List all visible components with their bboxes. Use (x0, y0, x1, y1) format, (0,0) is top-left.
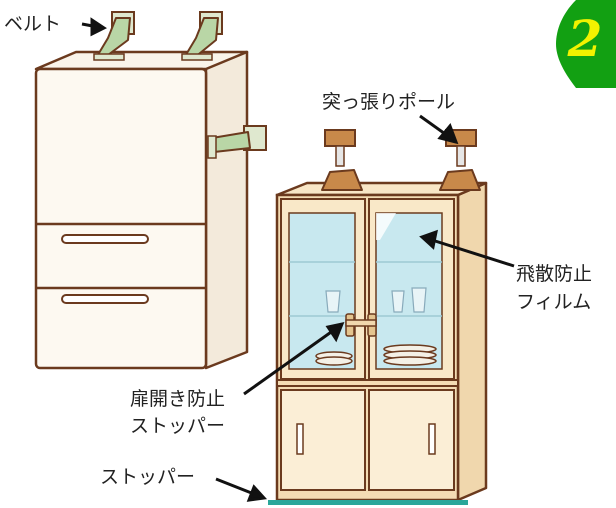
door-handle (428, 423, 436, 455)
drawer-handle (61, 234, 149, 244)
anti-shatter-film-label-line1: 飛散防止 (516, 263, 593, 285)
tension-pole-right (439, 129, 481, 191)
refrigerator (34, 50, 249, 370)
step-number: 2 (567, 9, 603, 68)
door-latch-stopper (345, 313, 377, 337)
film-arrow (419, 229, 515, 268)
belt-strap-left (93, 11, 135, 61)
tension-pole-left (321, 129, 363, 191)
step-badge: 2 (554, 0, 616, 88)
door-handle (296, 423, 304, 455)
drawer-handle (61, 294, 149, 304)
tension-pole-label: 突っ張りポール (322, 91, 456, 113)
anti-shatter-film-label-line2: フィルム (516, 291, 592, 313)
door-stopper-label-line1: 扉開き防止 (130, 388, 226, 410)
belt-label: ベルト (4, 13, 62, 35)
stopper-label: ストッパー (100, 466, 196, 488)
stopper-arrow (215, 477, 268, 502)
cupboard (275, 181, 488, 502)
belt-arrow (81, 17, 107, 37)
belt-strap-right (181, 11, 223, 61)
belt-strap-side (207, 125, 267, 159)
floor-stopper-strip (268, 500, 468, 505)
tension-pole-arrow (419, 114, 459, 145)
door-stopper-arrow (243, 321, 345, 396)
door-stopper-label-line2: ストッパー (130, 415, 226, 437)
glass-panel-left (288, 212, 356, 370)
